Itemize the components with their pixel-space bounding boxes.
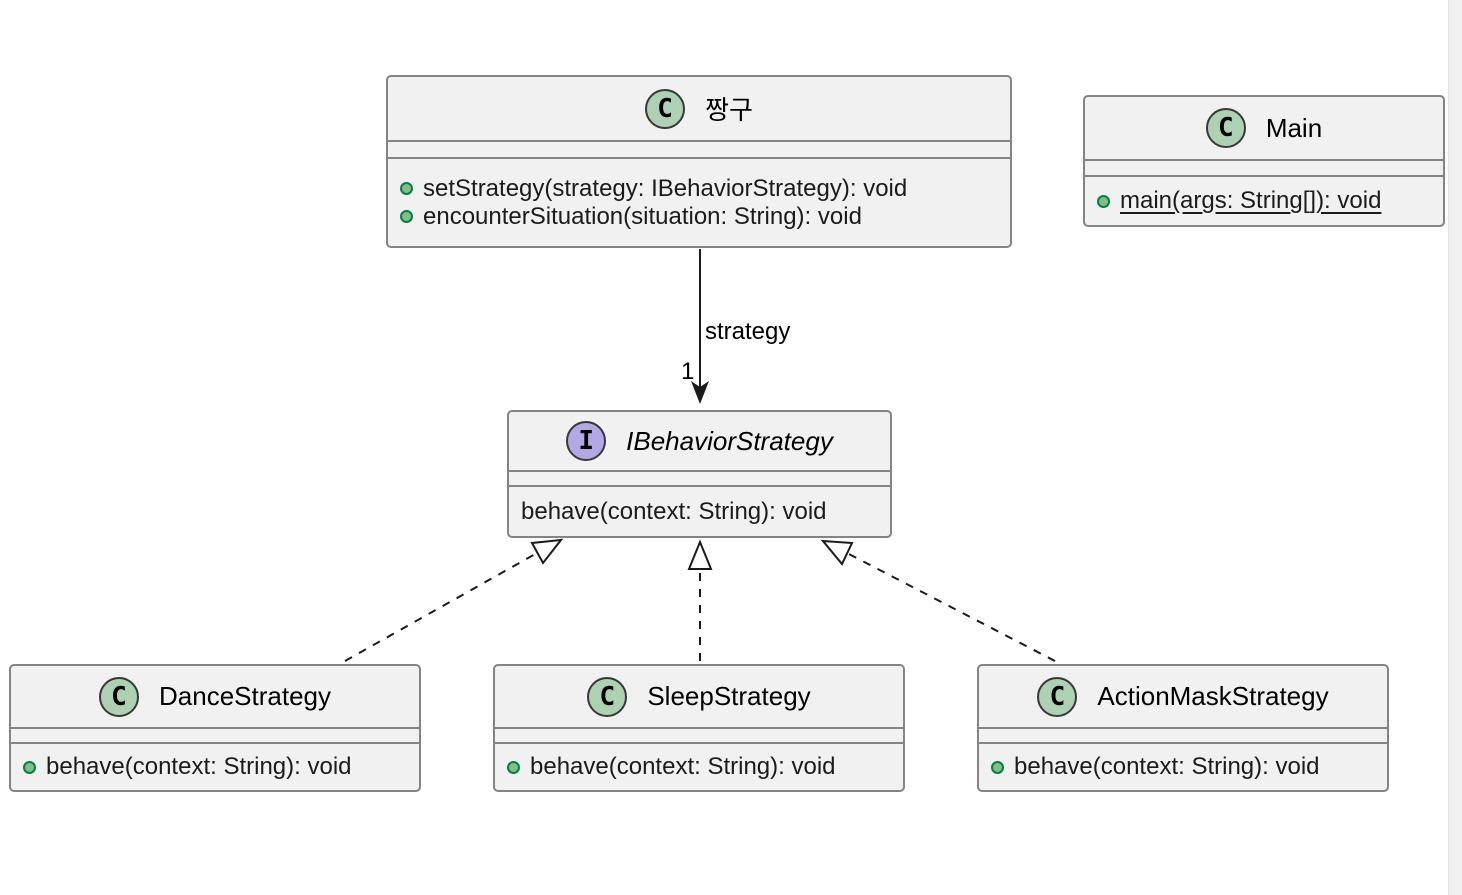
class-header: C Main: [1085, 97, 1443, 161]
method-signature: behave(context: String): void: [530, 753, 836, 780]
public-method-icon: [400, 182, 413, 195]
class-name: Main: [1265, 112, 1323, 143]
methods-compartment: main(args: String[]): void: [1085, 177, 1443, 225]
fields-compartment: [11, 729, 419, 744]
static-method-signature: main(args: String[]): void: [1120, 187, 1382, 214]
public-method-icon: [991, 760, 1004, 774]
fields-compartment: [979, 729, 1387, 744]
method-signature: behave(context: String): void: [46, 753, 352, 780]
class-box-dancestrategy: C DanceStrategy behave(context: String):…: [9, 664, 421, 792]
realization-arrow-dance: [344, 538, 564, 662]
class-box-sleepstrategy: C SleepStrategy behave(context: String):…: [493, 664, 905, 792]
interface-icon: I: [566, 421, 607, 461]
methods-compartment: behave(context: String): void: [495, 744, 903, 790]
method-signature: behave(context: String): void: [1014, 753, 1320, 780]
class-box-jjanggu: C 짱구 setStrategy(strategy: IBehaviorStra…: [386, 75, 1012, 248]
method-row: behave(context: String): void: [11, 753, 419, 781]
class-name: SleepStrategy: [647, 681, 811, 711]
class-header: C SleepStrategy: [495, 666, 903, 729]
class-box-actionmaskstrategy: C ActionMaskStrategy behave(context: Str…: [977, 664, 1389, 792]
public-method-icon: [23, 760, 36, 774]
method-row: encounterSituation(situation: String): v…: [388, 203, 1010, 231]
method-row: behave(context: String): void: [509, 498, 890, 526]
class-icon: C: [1037, 676, 1078, 717]
methods-compartment: behave(context: String): void: [11, 744, 419, 790]
interface-header: I IBehaviorStrategy: [509, 412, 890, 472]
realization-arrow-sleep: [687, 539, 713, 661]
right-scroll-gutter: [1448, 0, 1462, 895]
class-name: ActionMaskStrategy: [1097, 681, 1329, 711]
class-icon: C: [99, 676, 139, 717]
class-header: C 짱구: [388, 77, 1010, 142]
class-header: C ActionMaskStrategy: [979, 666, 1387, 729]
public-method-icon: [400, 210, 413, 223]
method-signature: setStrategy(strategy: IBehaviorStrategy)…: [423, 174, 908, 202]
fields-compartment: [509, 472, 890, 487]
method-signature: behave(context: String): void: [521, 497, 827, 525]
fields-compartment: [1085, 161, 1443, 177]
class-name: 짱구: [705, 95, 753, 125]
methods-compartment: behave(context: String): void: [979, 744, 1387, 790]
interface-name: IBehaviorStrategy: [626, 425, 833, 456]
public-method-icon: [1097, 194, 1110, 208]
method-row: main(args: String[]): void: [1085, 187, 1443, 215]
method-row: behave(context: String): void: [979, 753, 1387, 781]
realization-arrow-actionmask: [820, 539, 1056, 662]
method-signature: encounterSituation(situation: String): v…: [423, 202, 862, 230]
method-row: setStrategy(strategy: IBehaviorStrategy)…: [388, 175, 1010, 203]
fields-compartment: [388, 142, 1010, 159]
public-method-icon: [507, 760, 520, 774]
interface-box-ibehaviorstrategy: I IBehaviorStrategy behave(context: Stri…: [507, 410, 892, 538]
class-name: DanceStrategy: [159, 681, 331, 711]
methods-compartment: behave(context: String): void: [509, 487, 890, 536]
association-role-label: strategy: [705, 318, 791, 345]
class-icon: C: [587, 676, 628, 717]
class-icon: C: [645, 88, 686, 129]
class-header: C DanceStrategy: [11, 666, 419, 729]
methods-compartment: setStrategy(strategy: IBehaviorStrategy)…: [388, 159, 1010, 246]
method-row: behave(context: String): void: [495, 753, 903, 781]
class-box-main: C Main main(args: String[]): void: [1083, 95, 1445, 227]
class-icon: C: [1205, 108, 1246, 148]
fields-compartment: [495, 729, 903, 744]
association-multiplicity-label: 1: [681, 358, 695, 385]
